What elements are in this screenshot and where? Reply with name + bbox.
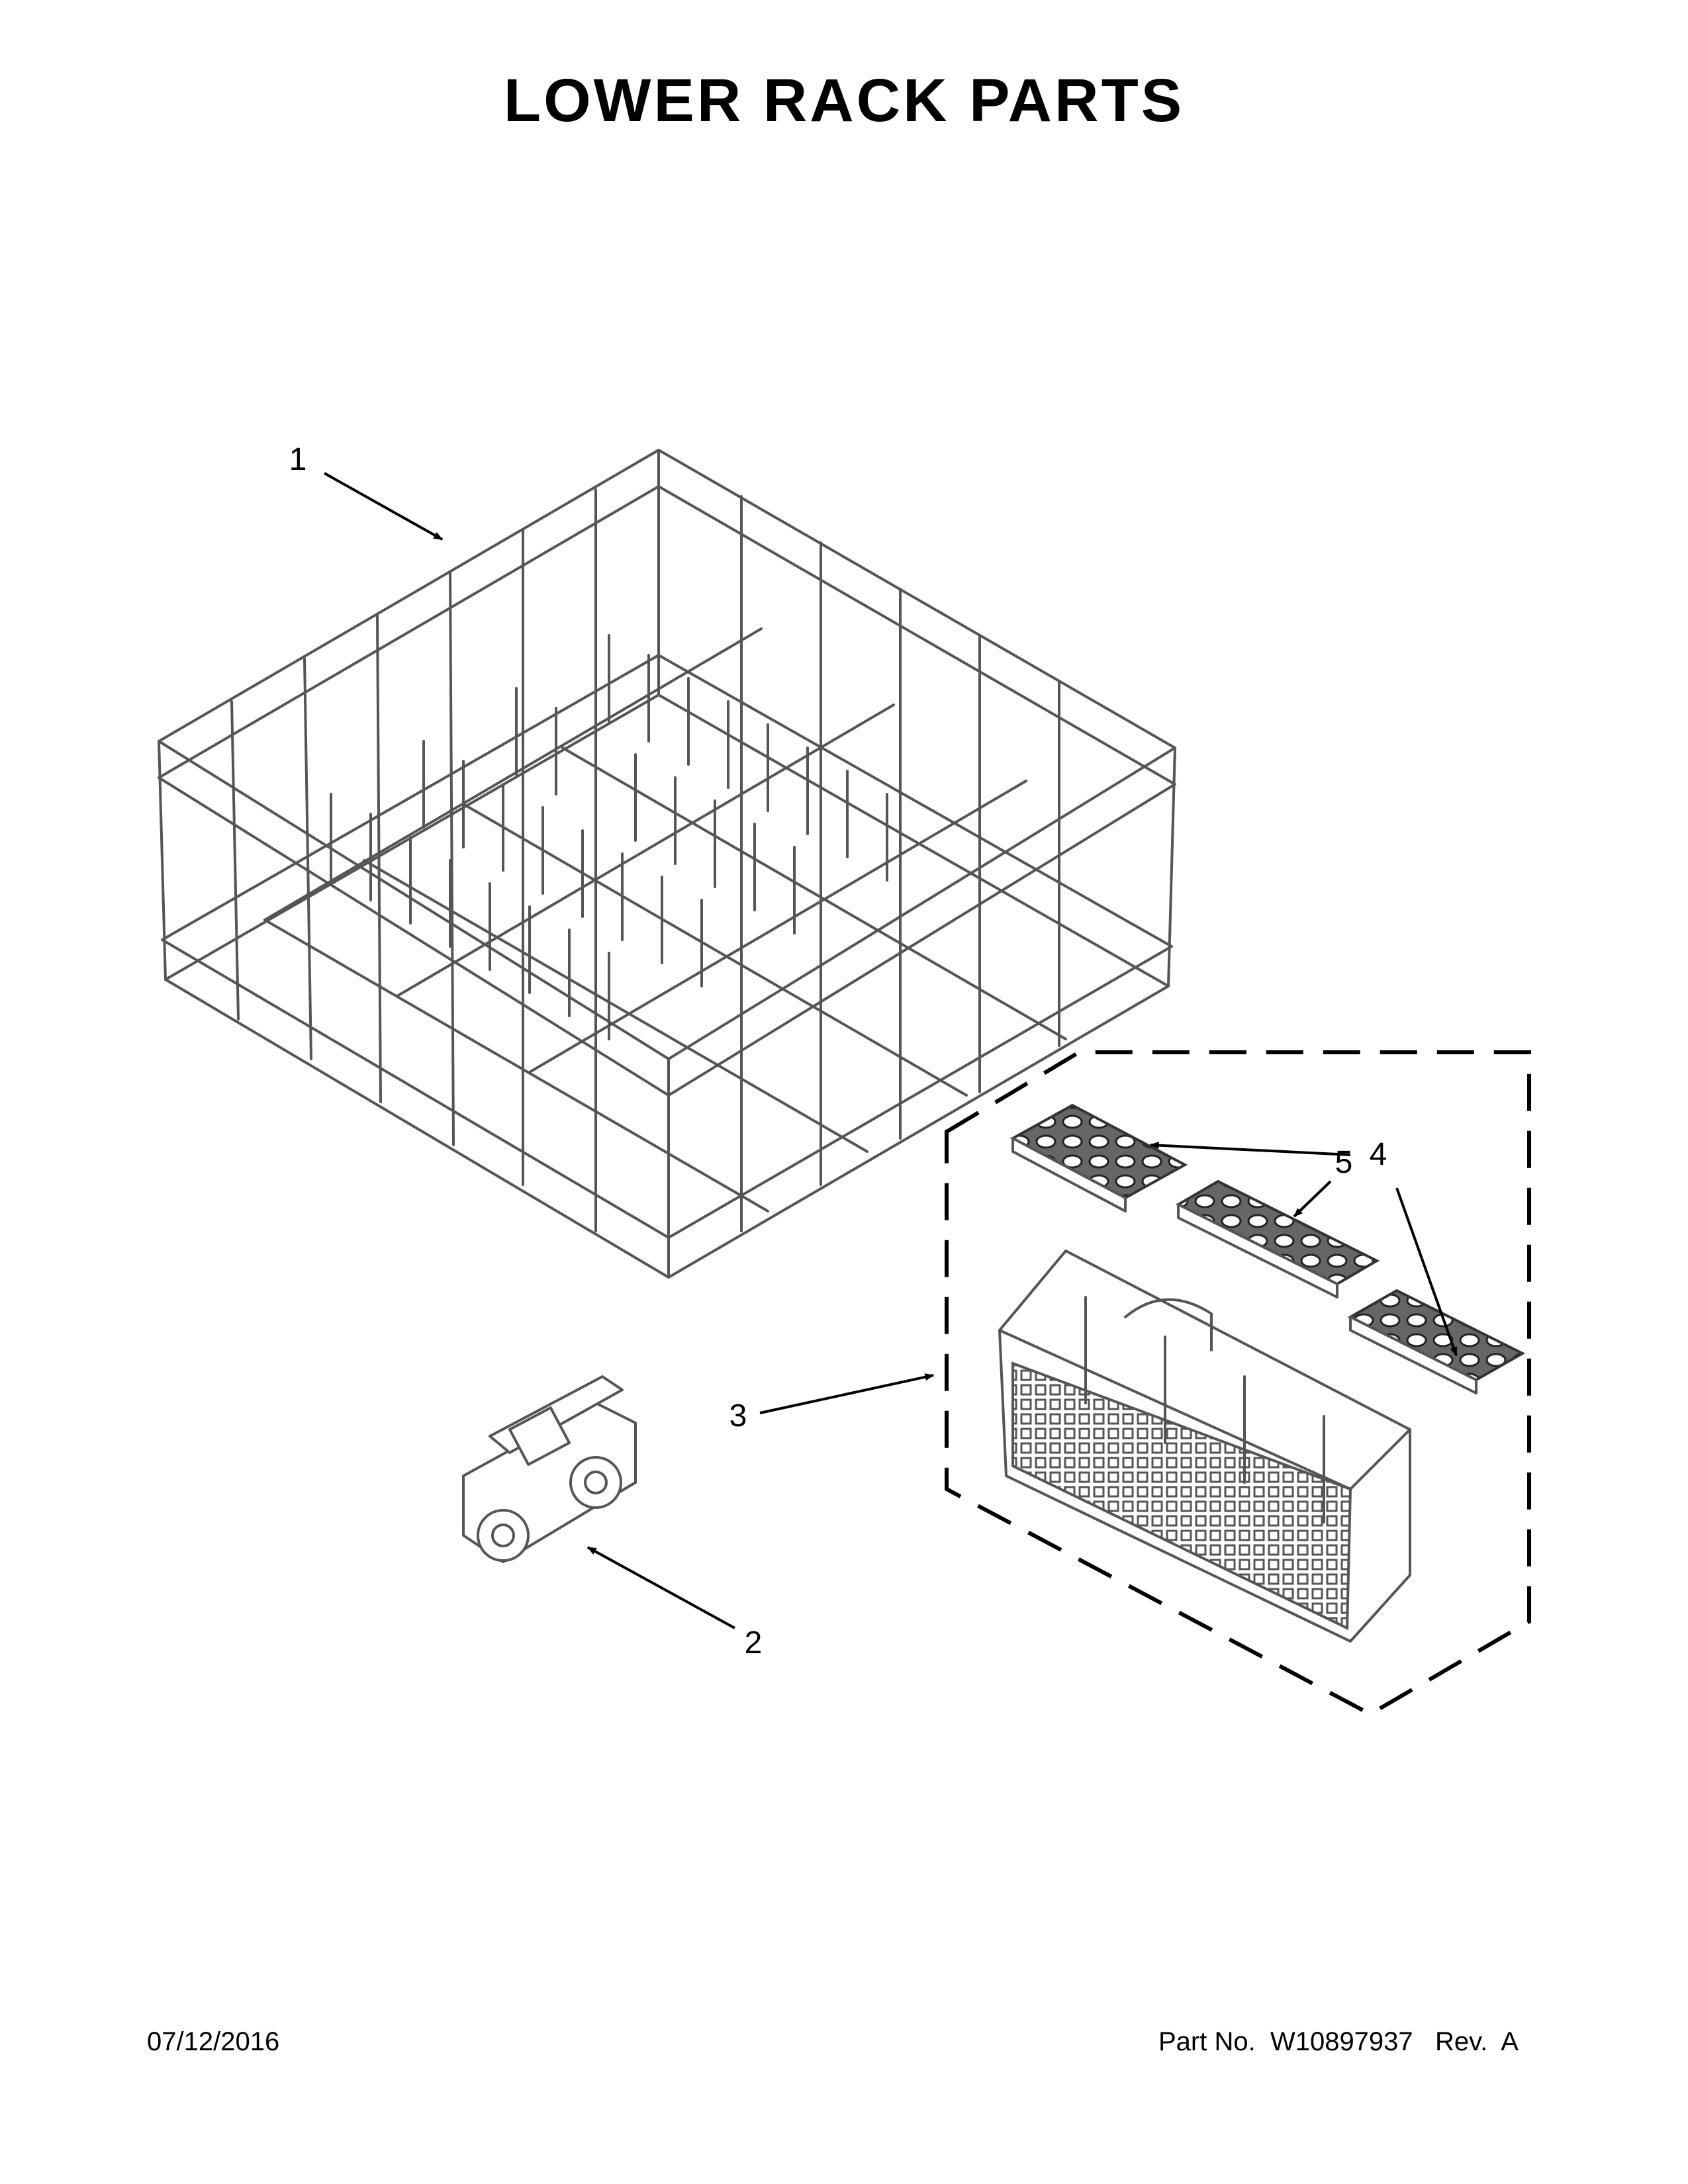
footer-part-info: Part No. W10897937 Rev. A <box>1158 2027 1519 2056</box>
footer-date: 07/12/2016 <box>147 2027 280 2056</box>
callout-2: 2 <box>745 1625 763 1661</box>
basket-cover-right-drawing <box>1347 1289 1526 1394</box>
silverware-basket-drawing <box>998 1250 1411 1643</box>
basket-group-outline <box>945 1050 1531 1717</box>
page-title: LOWER RACK PARTS <box>503 67 1185 134</box>
callout-3: 3 <box>729 1398 747 1433</box>
callout-1: 1 <box>289 442 307 477</box>
basket-cover-left-drawing <box>1009 1103 1188 1212</box>
lower-rack-drawing <box>158 449 1176 1279</box>
callout-5: 5 <box>1335 1145 1353 1180</box>
callout-4: 4 <box>1370 1137 1387 1172</box>
rack-wheel-assembly-drawing <box>462 1375 637 1563</box>
basket-cover-center-drawing <box>1175 1179 1380 1298</box>
leader-lines <box>324 472 1458 1629</box>
